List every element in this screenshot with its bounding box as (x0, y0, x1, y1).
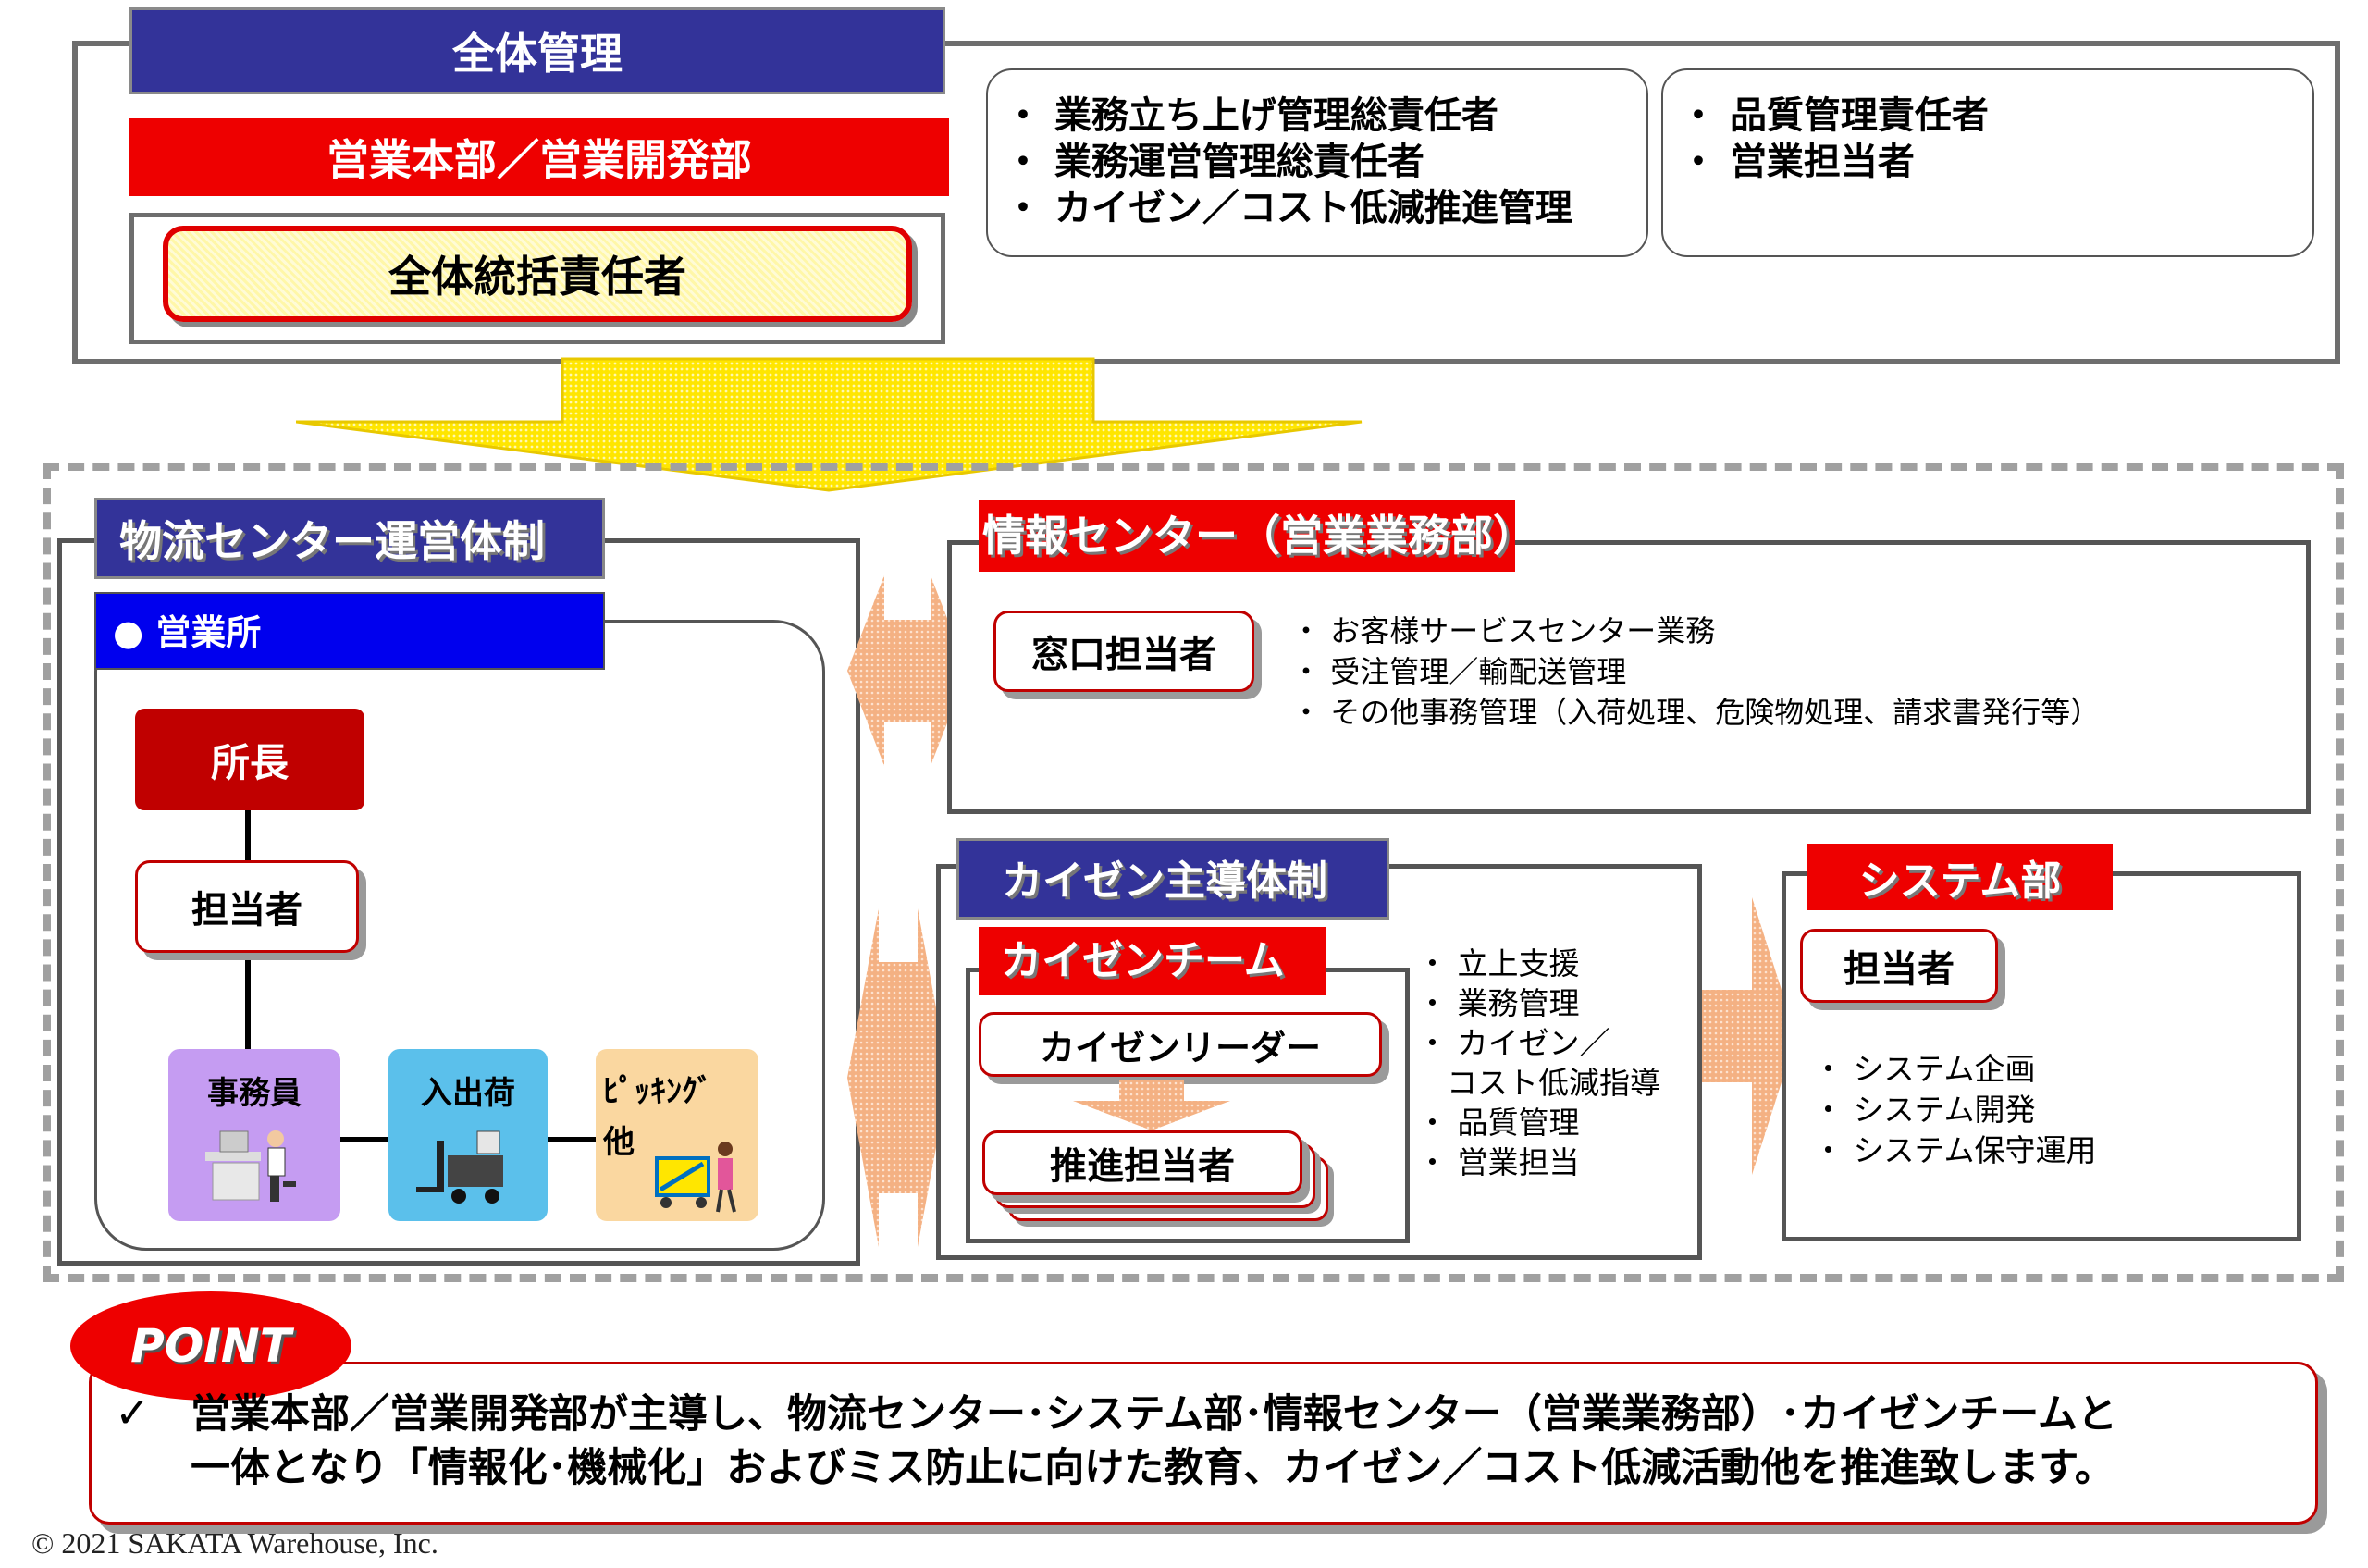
desk-worker-icon (205, 1130, 296, 1202)
logistics-title: 物流センター運営体制 (94, 498, 605, 579)
shipping-tile: 入出荷 (388, 1049, 548, 1221)
picking-tile: ﾋﾟｯｷﾝｸﾞ 他 (596, 1049, 758, 1221)
right-arrow-icon (1685, 897, 1796, 1175)
duty-item: ・ 品質管理責任者 (1680, 94, 1989, 137)
forklift-icon (416, 1130, 503, 1204)
duty-item: ・ 業務立ち上げ管理総責任者 (1005, 94, 1498, 137)
double-arrow-icon (847, 575, 968, 766)
overall-head-box: 全体統括責任者 (163, 226, 912, 322)
clerk-tile: 事務員 (168, 1049, 340, 1221)
promoter-box: 推進担当者 (982, 1130, 1302, 1195)
duties-box-b: ・ 品質管理責任者 ・ 営業担当者 (1661, 68, 2314, 257)
info-center-title: 情報センター（営業業務部） (979, 500, 1536, 572)
down-arrow-icon (296, 357, 1363, 492)
down-arrow-icon (1073, 1080, 1230, 1130)
duty-item: コスト低減指導 (1447, 1065, 1660, 1101)
duty-item: ・ 立上支援 (1417, 945, 1580, 982)
kaizen-leader-box: カイゼンリーダー (979, 1012, 1382, 1077)
duty-item: ・ 業務管理 (1417, 985, 1580, 1021)
duty-item: ・ 営業担当 (1417, 1144, 1580, 1180)
duty-item: ・ お客様サービスセンター業務 (1291, 613, 1716, 648)
duty-item: ・ システム保守運用 (1813, 1132, 2097, 1168)
office-label: ● 営業所 (94, 592, 605, 670)
point-line-1: 営業本部／営業開発部が主導し、物流センター･システム部･情報センター（営業業務部… (191, 1391, 2117, 1438)
duties-box-a: ・ 業務立ち上げ管理総責任者 ・ 業務運営管理総責任者 ・ カイゼン／コスト低減… (986, 68, 1648, 257)
clerk-label: 事務員 (207, 1075, 302, 1112)
duty-item: ・ 業務運営管理総責任者 (1005, 141, 1424, 183)
kaizen-title: カイゼン主導体制 (956, 838, 1389, 920)
staff-box: 担当者 (135, 860, 359, 953)
duty-item: ・ カイゼン／ (1417, 1025, 1610, 1061)
other-label: 他 (603, 1124, 635, 1161)
point-frame (89, 1362, 2318, 1525)
duty-item: ・ 営業担当者 (1680, 141, 1915, 183)
sales-dept-banner: 営業本部／営業開発部 (130, 118, 949, 196)
overall-management-title: 全体管理 (130, 7, 945, 94)
system-title: システム部 (1807, 844, 2113, 910)
info-center-duties: ・ お客様サービスセンター業務 ・ 受注管理／輸配送管理 ・ その他事務管理（入… (1291, 611, 2100, 733)
contact-person-box: 窓口担当者 (993, 611, 1254, 692)
duty-item: ・ 品質管理 (1417, 1105, 1580, 1141)
kaizen-team-title: カイゼンチーム (979, 927, 1326, 995)
system-duties: ・ システム企画 ・ システム開発 ・ システム保守運用 (1813, 1049, 2097, 1171)
duty-item: ・ システム開発 (1813, 1092, 2036, 1128)
point-text: 営業本部／営業開発部が主導し、物流センター･システム部･情報センター（営業業務部… (191, 1388, 2117, 1495)
double-arrow-icon (847, 908, 949, 1247)
operations-dashed-frame (43, 463, 2344, 1282)
duty-item: ・ カイゼン／コスト低減推進管理 (1005, 187, 1572, 229)
duty-item: ・ 受注管理／輸配送管理 (1291, 654, 1627, 689)
info-center-frame (947, 540, 2311, 814)
duty-item: ・ その他事務管理（入荷処理、危険物処理、請求書発行等） (1291, 695, 2101, 730)
kaizen-duties: ・ 立上支援 ・ 業務管理 ・ カイゼン／ コスト低減指導 ・ 品質管理 ・ 営… (1417, 944, 1660, 1182)
shipping-label: 入出荷 (421, 1075, 515, 1112)
duty-item: ・ システム企画 (1813, 1051, 2036, 1087)
checkmark-icon: ✓ (115, 1388, 151, 1438)
point-badge: POINT (70, 1291, 352, 1401)
chief-box: 所長 (135, 709, 364, 810)
copyright: © 2021 SAKATA Warehouse, Inc. (31, 1526, 438, 1560)
picking-label: ﾋﾟｯｷﾝｸﾞ (603, 1073, 713, 1110)
point-line-2: 一体となり「情報化･機械化」およびミス防止に向けた教育、カイゼン／コスト低減活動… (191, 1445, 2115, 1491)
system-staff-box: 担当者 (1800, 929, 1998, 1003)
cart-worker-icon (655, 1142, 736, 1213)
